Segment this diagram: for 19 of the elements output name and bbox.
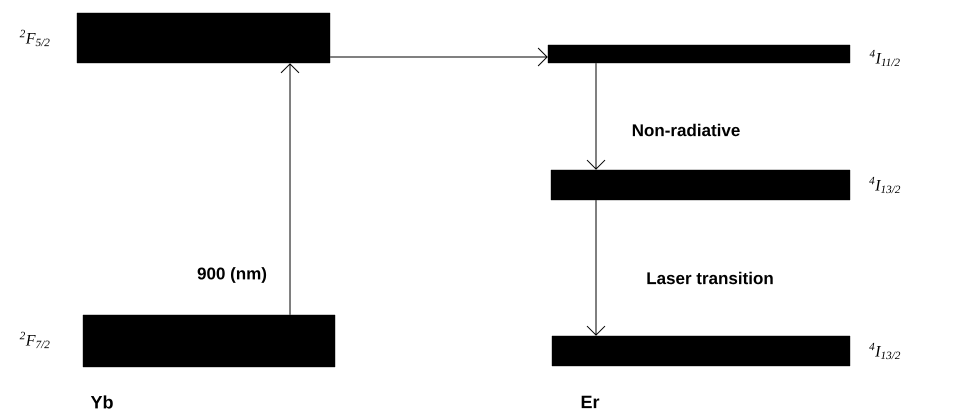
- energy-level-bar: [76, 12, 330, 64]
- level-label: $^{2}$F$_{7/2}$: [20, 332, 50, 348]
- energy-level-bar: [548, 44, 850, 64]
- arrow: [586, 200, 606, 336]
- level-label: $^{2}$F$_{5/2}$: [20, 30, 50, 46]
- element-label: Yb: [90, 395, 113, 409]
- edge-label: Non-radiative: [632, 124, 740, 136]
- level-label: $^{4}$I$_{13/2}$: [869, 342, 900, 360]
- level-label: $^{4}$I$_{13/2}$: [869, 176, 900, 194]
- level-label: $^{4}$I$_{11/2}$: [870, 50, 900, 66]
- energy-level-bar: [550, 170, 850, 200]
- element-label: Er: [582, 396, 600, 408]
- edge-label: 900 (nm): [198, 267, 266, 283]
- arrow: [586, 62, 606, 170]
- edge-label: Laser transition: [647, 272, 773, 284]
- energy-level-bar: [552, 336, 850, 366]
- energy-level-bar: [82, 314, 336, 368]
- arrow: [280, 63, 300, 316]
- arrow: [330, 48, 548, 66]
